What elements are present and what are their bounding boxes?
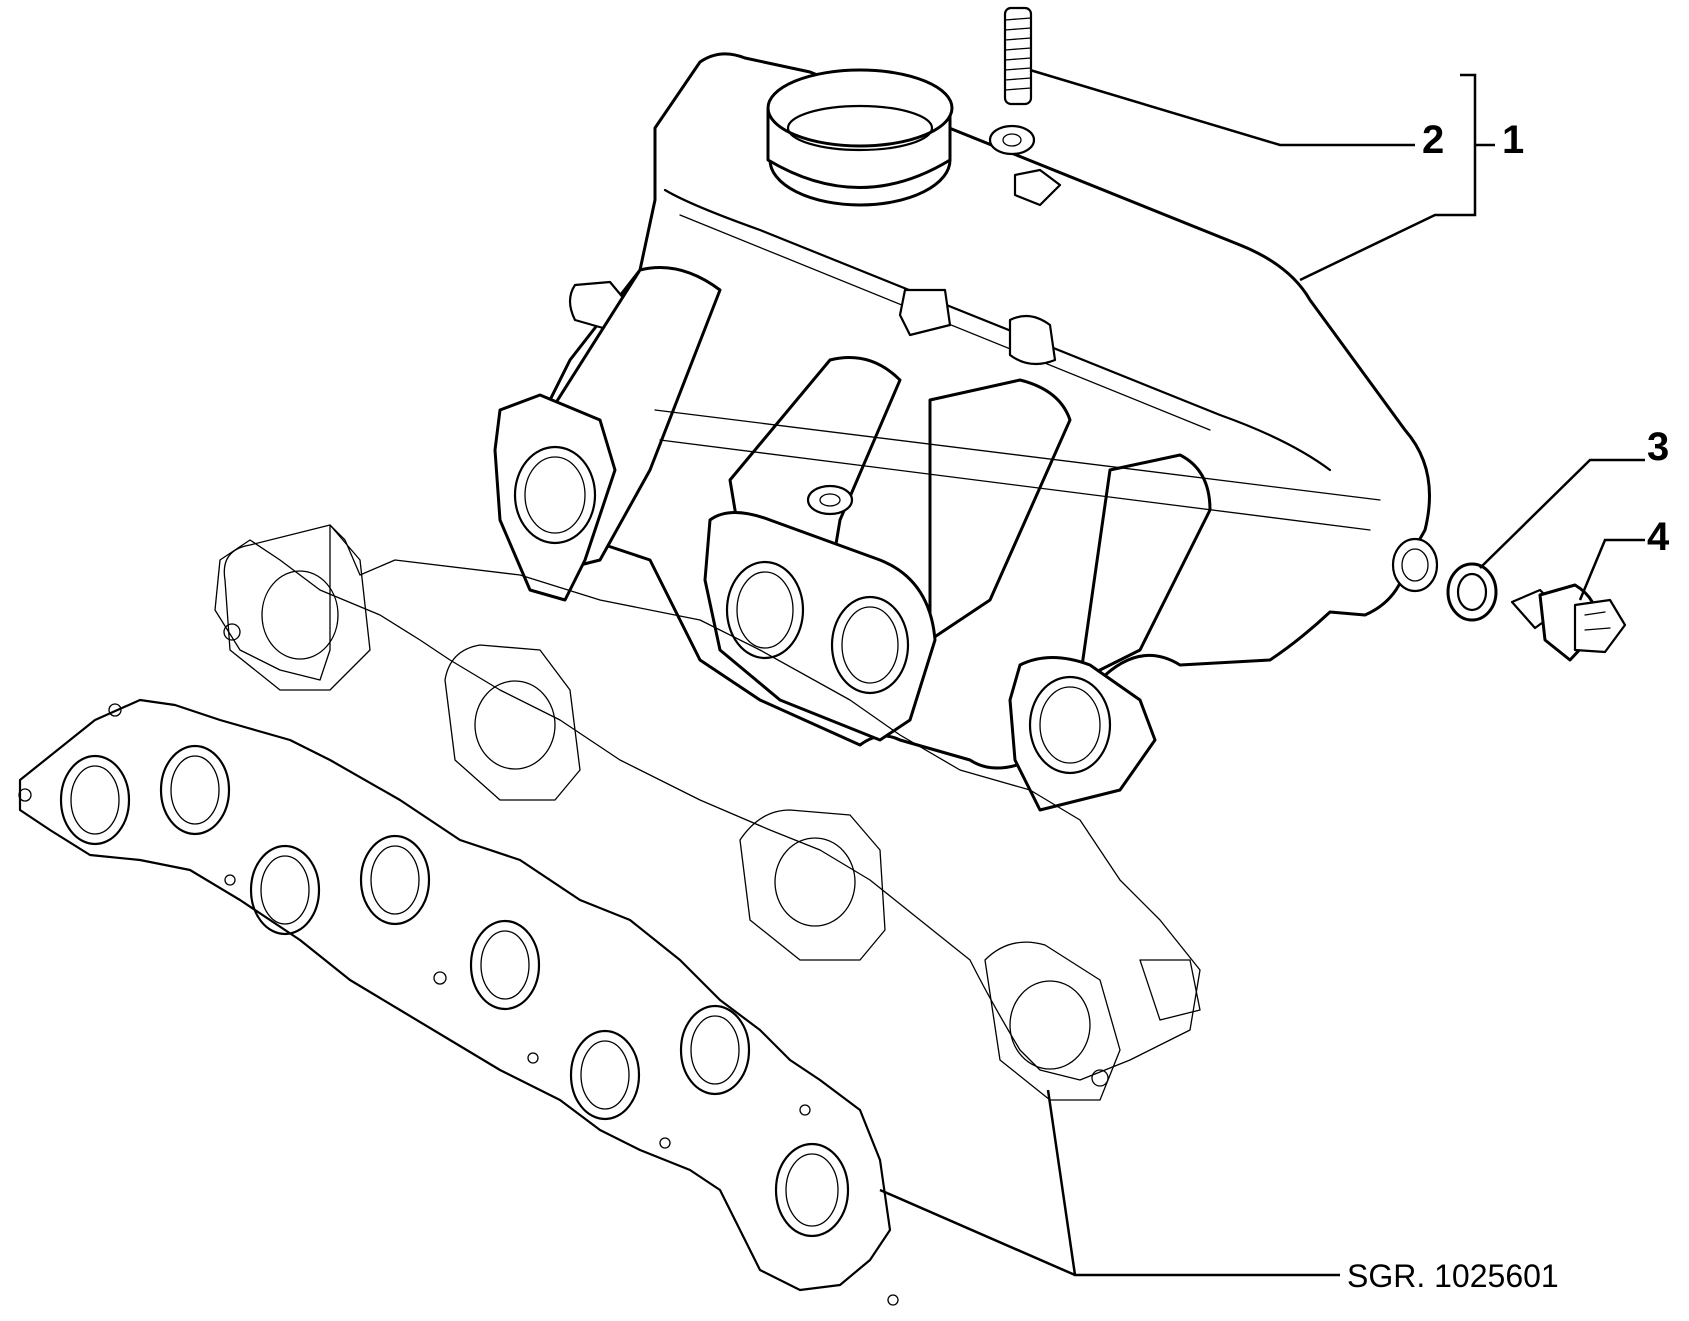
temperature-sensor (1510, 583, 1627, 662)
sealing-ring (1446, 562, 1498, 622)
leader-4 (1578, 538, 1645, 601)
exhaust-manifold (214, 524, 1201, 1101)
callout-1: 1 (1502, 118, 1524, 162)
intake-manifold (493, 52, 1439, 812)
leader-2 (1029, 68, 1415, 147)
manifold-gasket (18, 698, 899, 1306)
reference-number: SGR. 1025601 (1347, 1258, 1559, 1294)
leader-1 (1299, 213, 1460, 282)
stud (1003, 6, 1033, 106)
leader-ref (879, 1089, 1340, 1277)
callout-2: 2 (1422, 118, 1444, 162)
leader-3 (1479, 458, 1645, 569)
leader-lines (879, 68, 1645, 1277)
bracket-1 (1460, 73, 1495, 217)
callout-4: 4 (1647, 515, 1670, 559)
callout-3: 3 (1647, 425, 1669, 469)
